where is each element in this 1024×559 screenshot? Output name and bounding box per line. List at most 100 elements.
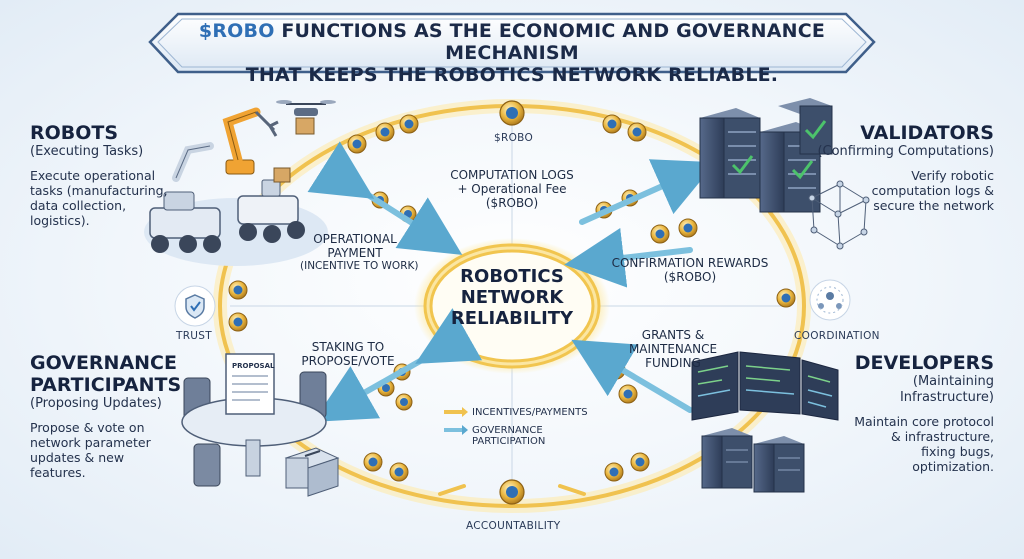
developers-desc-line: optimization. <box>912 459 994 474</box>
robo-coin-icon <box>602 114 622 134</box>
robo-coin-icon <box>228 312 248 332</box>
validators-desc-line: computation logs & <box>871 183 994 198</box>
robo-coin-icon <box>630 452 650 472</box>
ballot-box-icon <box>284 447 340 497</box>
legend-swatches <box>444 407 468 435</box>
robo-coin-icon <box>347 134 367 154</box>
flow-staking: STAKING TO PROPOSE/VOTE <box>288 340 408 368</box>
legend-governance: GOVERNANCE PARTICIPATION <box>472 425 545 447</box>
center-line-2: NETWORK <box>460 287 564 308</box>
flow-sublabel: (INCENTIVE TO WORK) <box>300 260 419 272</box>
robots-description: Execute operational tasks (manufacturing… <box>30 168 168 228</box>
drone-icon <box>276 100 336 116</box>
robotic-arm-icon <box>222 107 279 175</box>
robo-coin-icon <box>499 100 525 126</box>
center-title: ROBOTICS NETWORK RELIABILITY <box>432 266 592 329</box>
robots-desc-line: logistics). <box>30 213 90 228</box>
ring-label-coordination: COORDINATION <box>794 330 880 342</box>
governance-subtitle: (Proposing Updates) <box>30 396 162 411</box>
governance-description: Propose & vote on network parameter upda… <box>30 420 181 480</box>
monitor-code-icon <box>691 351 839 421</box>
legend-governance-line: PARTICIPATION <box>472 436 546 447</box>
proposal-document-icon <box>225 353 275 415</box>
network-graph-icon <box>808 180 870 250</box>
banner-title: $ROBO FUNCTIONS AS THE ECONOMIC AND GOVE… <box>160 20 864 86</box>
robo-coin-icon <box>399 114 419 134</box>
flow-label-line: FUNDING <box>645 356 701 370</box>
banner-line-1-rest: FUNCTIONS AS THE ECONOMIC AND GOVERNANCE… <box>274 20 826 64</box>
robots-section: ROBOTS (Executing Tasks) Execute operati… <box>30 122 168 228</box>
governance-desc-line: Propose & vote on <box>30 420 145 435</box>
validators-title: VALIDATORS <box>860 122 994 144</box>
developers-desc-line: fixing bugs, <box>921 444 994 459</box>
flow-label-line: OPERATIONAL <box>313 232 397 246</box>
legend-governance-line: GOVERNANCE <box>472 425 543 436</box>
flow-label-line: COMPUTATION LOGS <box>450 168 574 182</box>
flow-label-line: PROPOSE/VOTE <box>301 354 395 368</box>
validators-description: Verify robotic computation logs & secure… <box>817 168 994 213</box>
legend-incentives: INCENTIVES/PAYMENTS <box>472 407 588 418</box>
robo-coin-icon <box>375 122 395 142</box>
flow-label-line: STAKING TO <box>311 340 385 354</box>
banner-accent: $ROBO <box>198 20 275 42</box>
ring-label-accountability: ACCOUNTABILITY <box>466 520 561 532</box>
flow-label-line: + Operational Fee <box>457 182 567 196</box>
robots-illustration <box>144 100 336 266</box>
developers-subtitle-1: (Maintaining <box>912 374 994 389</box>
flow-label-line: GRANTS & <box>641 328 705 342</box>
validators-subtitle: (Confirming Computations) <box>817 144 994 159</box>
robo-coin-icon <box>499 479 525 505</box>
robots-desc-line: tasks (manufacturing, <box>30 183 168 198</box>
governance-title-line-2: PARTICIPANTS <box>30 374 182 396</box>
validators-desc-line: Verify robotic <box>911 168 994 183</box>
server-rack-icon <box>699 108 761 199</box>
governance-desc-line: updates & new <box>30 450 125 465</box>
server-rack-icon <box>778 98 833 155</box>
validators-illustration <box>699 98 870 250</box>
proposal-label: PROPOSAL <box>232 362 275 370</box>
developers-desc-line: Maintain core protocol <box>854 414 994 429</box>
center-line-1: ROBOTICS <box>460 266 564 287</box>
flow-arrows <box>307 141 716 496</box>
robots-desc-line: data collection, <box>30 198 127 213</box>
people-network-icon <box>809 279 851 321</box>
robo-coin-icon <box>389 462 409 482</box>
quadrant-dividers <box>230 120 790 482</box>
flow-operational-payment: OPERATIONAL PAYMENT (INCENTIVE TO WORK) <box>300 232 419 273</box>
robo-coin-icon <box>395 393 413 411</box>
validators-section: VALIDATORS (Confirming Computations) Ver… <box>817 122 994 213</box>
server-rack-icon <box>701 428 805 493</box>
flow-grants: GRANTS & MAINTENANCE FUNDING <box>618 328 728 370</box>
governance-section: GOVERNANCE PARTICIPANTS (Proposing Updat… <box>30 352 181 480</box>
developers-illustration <box>691 351 839 493</box>
governance-desc-line: features. <box>30 465 86 480</box>
developers-section: DEVELOPERS (Maintaining Infrastructure) … <box>854 352 994 474</box>
robo-coin-icon <box>678 218 698 238</box>
shield-check-icon <box>174 285 216 327</box>
flow-label-line: ($ROBO) <box>485 196 539 210</box>
center-line-3: RELIABILITY <box>450 308 574 329</box>
flow-label-line: PAYMENT <box>327 246 383 260</box>
robo-coin-icon <box>618 384 638 404</box>
robo-coin-icon <box>650 224 670 244</box>
robo-coin-icon <box>604 462 624 482</box>
robo-coin-icon <box>363 452 383 472</box>
governance-title-line-1: GOVERNANCE <box>30 352 177 374</box>
robo-coin-icon <box>228 280 248 300</box>
validators-desc-line: secure the network <box>873 198 994 213</box>
governance-illustration <box>181 353 340 497</box>
title-banner <box>148 12 876 74</box>
robo-coin-icon <box>627 122 647 142</box>
robo-coin-icon <box>776 288 796 308</box>
flow-label-line: MAINTENANCE <box>628 342 718 356</box>
developers-subtitle-2: Infrastructure) <box>899 390 994 405</box>
developers-description: Maintain core protocol & infrastructure,… <box>854 414 994 474</box>
developers-desc-line: & infrastructure, <box>890 429 994 444</box>
flow-computation-logs: COMPUTATION LOGS + Operational Fee ($ROB… <box>440 168 584 210</box>
developers-title: DEVELOPERS <box>854 352 994 374</box>
robots-desc-line: Execute operational <box>30 168 156 183</box>
robots-title: ROBOTS <box>30 122 119 144</box>
flow-label-line: ($ROBO) <box>663 270 717 284</box>
